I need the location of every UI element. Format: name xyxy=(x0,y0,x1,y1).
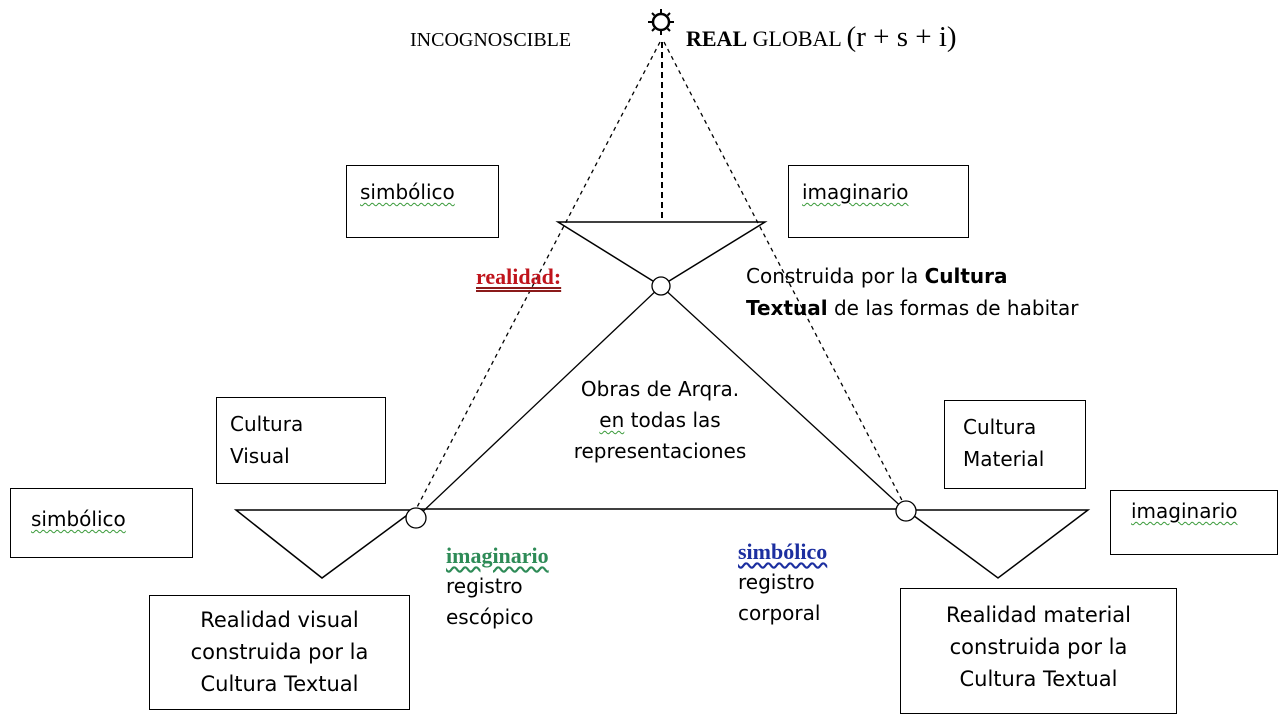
escopico-label: escópico xyxy=(446,605,534,629)
left-triangle xyxy=(233,509,417,579)
center-line-1: Obras de Arqra. xyxy=(580,377,740,401)
right-node xyxy=(895,500,917,522)
realidad-visual-line-1: Realidad visual xyxy=(200,608,359,632)
realidad-material-line-3: Cultura Textual xyxy=(959,667,1118,691)
simbolico-registro: simbólico registro corporal xyxy=(738,536,827,629)
realidad-label: realidad: xyxy=(476,264,562,289)
construida-part-1: Construida por la xyxy=(746,264,925,288)
realidad-material-line-1: Realidad material xyxy=(946,603,1131,627)
left-simbolico-label: simbólico xyxy=(31,507,126,531)
sun-icon xyxy=(648,9,674,35)
realidad-material-text: Realidad material construida por la Cult… xyxy=(901,599,1176,695)
corporal-label: corporal xyxy=(738,601,821,625)
right-imaginario-box: imaginario xyxy=(1110,490,1278,555)
left-node xyxy=(405,507,427,529)
cultura-material-line-2: Material xyxy=(963,447,1045,471)
simbolico-colored-label: simbólico xyxy=(738,539,828,564)
center-line-2: en todas las xyxy=(540,405,780,436)
cultura-visual-line-2: Visual xyxy=(230,444,290,468)
registro-label-2: registro xyxy=(738,570,815,594)
top-triangle xyxy=(555,221,768,287)
cultura-visual-text: Cultura Visual xyxy=(230,408,303,472)
realidad-visual-text: Realidad visual construida por la Cultur… xyxy=(150,604,409,700)
construida-bold-1: Cultura xyxy=(924,264,1008,288)
real-word: REAL xyxy=(686,26,748,51)
center-line-2-en: en xyxy=(599,408,625,432)
real-global-label: REAL GLOBAL (r + s + i) xyxy=(686,20,957,55)
upper-simbolico-label: simbólico xyxy=(360,180,455,204)
dashed-line-left xyxy=(413,41,661,514)
incognoscible-label: INCOGNOSCIBLE xyxy=(410,29,572,51)
center-line-3: representaciones xyxy=(573,439,747,463)
right-triangle xyxy=(903,509,1091,579)
cultura-visual-box: Cultura Visual xyxy=(216,397,386,484)
imaginario-registro: imaginario registro escópico xyxy=(446,540,549,633)
realidad-visual-line-3: Cultura Textual xyxy=(200,672,359,696)
center-text: Obras de Arqra. en todas las representac… xyxy=(540,374,780,467)
cultura-material-text: Cultura Material xyxy=(963,411,1044,475)
construida-text: Construida por la Cultura Textual de las… xyxy=(746,260,1078,324)
cultura-material-line-1: Cultura xyxy=(963,415,1037,439)
registro-label-1: registro xyxy=(446,574,523,598)
global-word: GLOBAL xyxy=(752,26,842,51)
construida-bold-2: Textual xyxy=(746,296,828,320)
upper-imaginario-box: imaginario xyxy=(788,165,969,238)
top-node xyxy=(651,276,671,296)
realidad-material-line-2: construida por la xyxy=(949,635,1128,659)
cultura-visual-line-1: Cultura xyxy=(230,412,304,436)
center-line-2-rest: todas las xyxy=(624,408,721,432)
main-triangle-right xyxy=(660,285,907,512)
cultura-material-box: Cultura Material xyxy=(944,400,1086,489)
realidad-visual-box: Realidad visual construida por la Cultur… xyxy=(149,595,410,710)
formula: (r + s + i) xyxy=(846,21,957,53)
main-triangle-left xyxy=(415,285,662,519)
imaginario-colored-label: imaginario xyxy=(446,543,549,568)
upper-imaginario-label: imaginario xyxy=(802,180,909,204)
right-imaginario-label: imaginario xyxy=(1131,499,1238,523)
realidad-material-box: Realidad material construida por la Cult… xyxy=(900,588,1177,714)
construida-part-2: de las formas de habitar xyxy=(827,296,1079,320)
upper-simbolico-box: simbólico xyxy=(346,165,499,238)
left-simbolico-box: simbólico xyxy=(10,488,193,558)
realidad-visual-line-2: construida por la xyxy=(190,640,369,664)
